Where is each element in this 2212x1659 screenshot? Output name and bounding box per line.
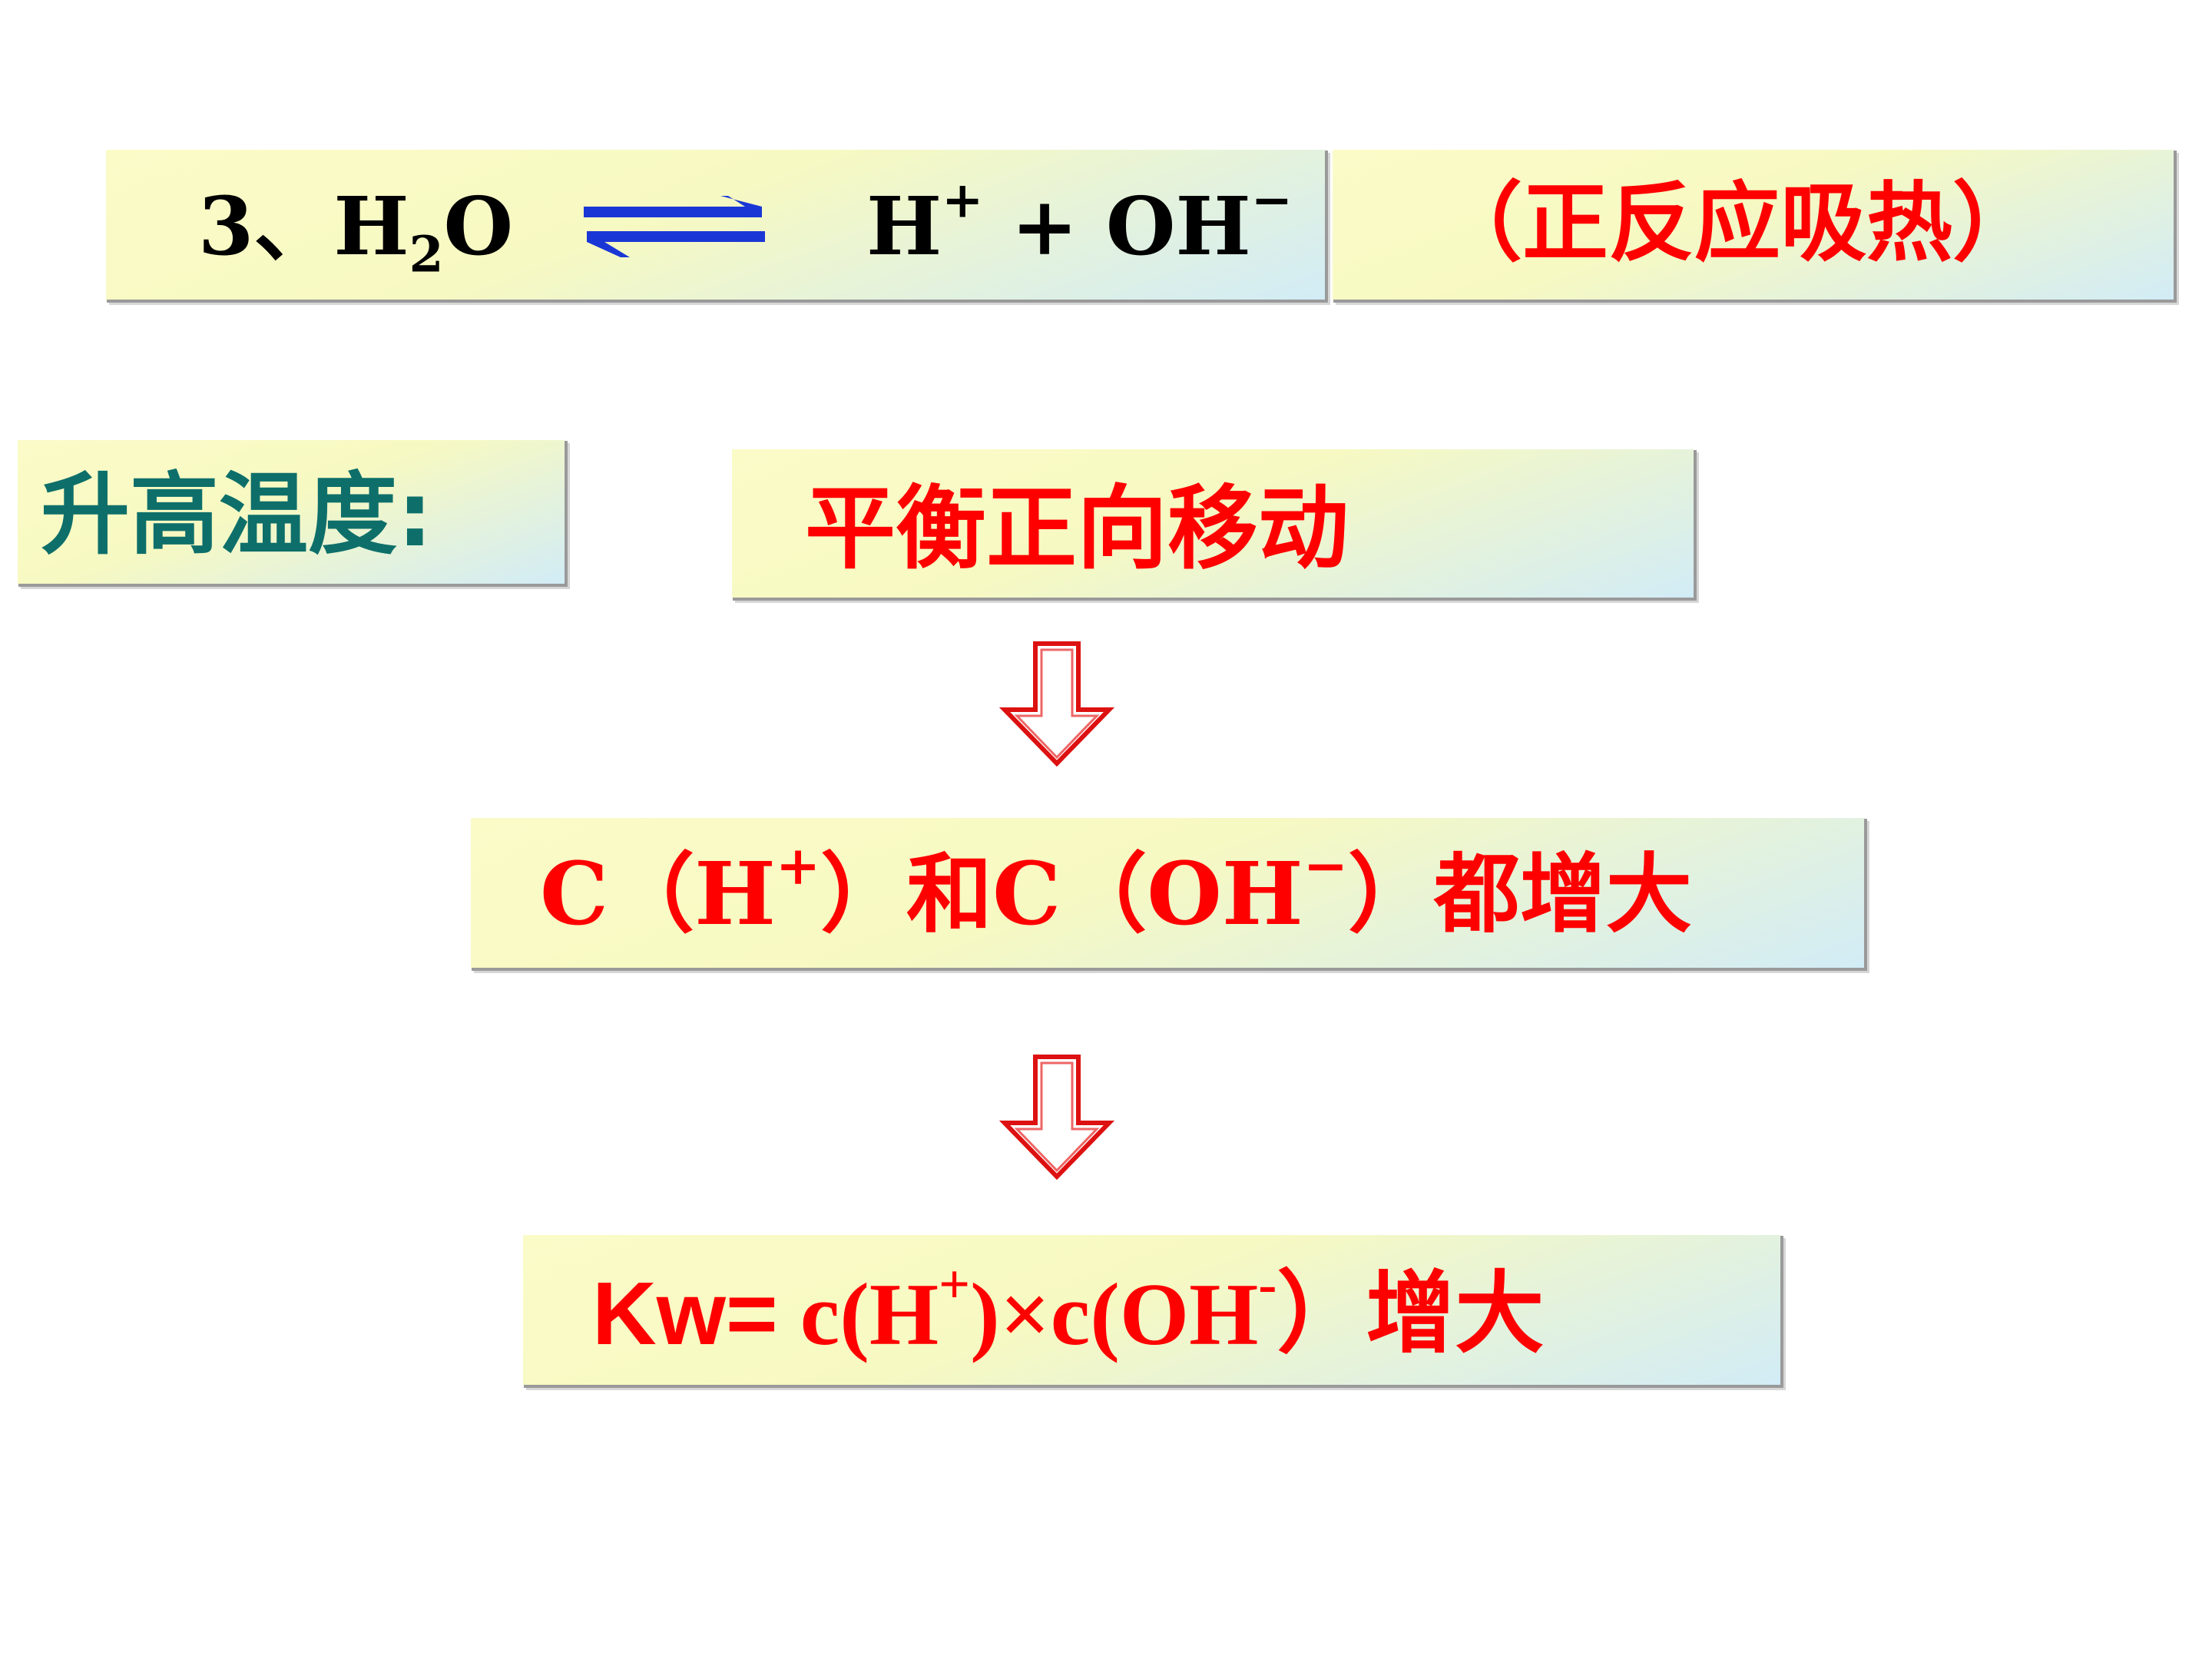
endothermic-note: （正反应吸热）: [1436, 174, 2038, 273]
down-arrow-icon: [998, 641, 1115, 767]
endothermic-note-box: （正反应吸热）: [1330, 147, 2174, 300]
equation-box: 3、H2O H+ + OH−: [104, 147, 1325, 300]
kw-box: Kw= c(H+)×c(OH-）增大: [521, 1233, 1780, 1385]
kw-expression: Kw= c(H+)×c(OH-）增大: [592, 1253, 1545, 1366]
condition-box: 升高温度:: [15, 438, 565, 584]
equation-reactant: 3、H2O: [198, 179, 514, 284]
down-arrow-icon: [998, 1055, 1115, 1181]
concentration-box: C（H+）和C（OH−）都增大: [469, 816, 1864, 968]
concentration-text: C（H+）和C（OH−）都增大: [540, 834, 1692, 945]
equilibrium-arrow-icon: [584, 196, 765, 257]
equation-products: H+ + OH−: [866, 171, 1293, 273]
equilibrium-shift-box: 平衡正向移动: [730, 447, 1694, 598]
condition-label: 升高温度:: [41, 463, 433, 567]
equilibrium-shift-text: 平衡正向移动: [805, 475, 1349, 581]
